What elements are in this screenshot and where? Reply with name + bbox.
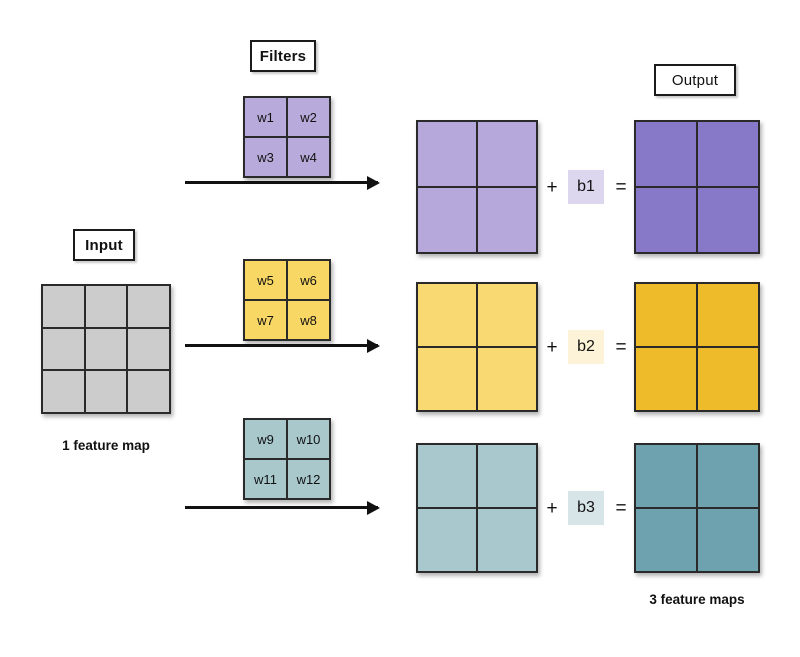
- input-cell: [43, 286, 84, 327]
- convolution-arrow-3: [185, 506, 378, 509]
- bias-chip-3: b3: [568, 491, 604, 525]
- plus-operator-2: +: [546, 336, 558, 358]
- feature-map-cell: [418, 509, 476, 571]
- input-cell: [85, 328, 127, 370]
- filter-weight-cell: w7: [245, 301, 286, 339]
- output-map-3: [634, 443, 760, 573]
- filter-weight-cell: w8: [288, 301, 329, 339]
- feature-map-2: [416, 282, 538, 412]
- filter-1: w1 w2 w3 w4: [243, 96, 331, 178]
- filter-weight-cell: w2: [288, 98, 329, 136]
- feature-map-cell: [478, 188, 536, 252]
- feature-map-cell: [418, 122, 476, 186]
- plus-operator-1: +: [546, 176, 558, 198]
- input-caption: 1 feature map: [62, 438, 150, 453]
- filter-weight-cell: w3: [245, 138, 286, 176]
- filter-weight-cell: w10: [288, 420, 329, 458]
- bias-chip-2: b2: [568, 330, 604, 364]
- feature-map-3: [416, 443, 538, 573]
- output-map-cell: [636, 509, 696, 571]
- bias-chip-1: b1: [568, 170, 604, 204]
- feature-map-cell: [478, 122, 536, 186]
- filter-2: w5 w6 w7 w8: [243, 259, 331, 341]
- input-cell: [128, 328, 169, 370]
- output-caption: 3 feature maps: [649, 592, 745, 607]
- input-label: Input: [73, 229, 135, 261]
- output-map-1: [634, 120, 760, 254]
- feature-map-cell: [418, 445, 476, 507]
- filter-weight-cell: w11: [245, 460, 286, 498]
- feature-map-cell: [478, 509, 536, 571]
- output-map-cell: [636, 348, 696, 410]
- equals-operator-2: =: [615, 336, 627, 358]
- equals-operator-3: =: [615, 497, 627, 519]
- output-map-cell: [698, 284, 758, 346]
- convolution-arrow-2: [185, 344, 378, 347]
- feature-map-cell: [478, 348, 536, 410]
- output-map-cell: [698, 509, 758, 571]
- feature-map-cell: [418, 348, 476, 410]
- filter-weight-cell: w6: [288, 261, 329, 299]
- output-map-cell: [636, 122, 696, 186]
- input-feature-map: [41, 284, 171, 414]
- output-map-cell: [636, 445, 696, 507]
- input-cell: [43, 371, 84, 412]
- input-cell: [128, 286, 169, 327]
- feature-map-1: [416, 120, 538, 254]
- input-cell: [128, 371, 169, 412]
- filter-3: w9 w10 w11 w12: [243, 418, 331, 500]
- feature-map-cell: [418, 188, 476, 252]
- input-cell: [43, 328, 84, 370]
- output-map-cell: [698, 348, 758, 410]
- feature-map-cell: [418, 284, 476, 346]
- input-cell: [85, 371, 127, 412]
- feature-map-cell: [478, 445, 536, 507]
- output-map-2: [634, 282, 760, 412]
- filters-label: Filters: [250, 40, 316, 72]
- filter-weight-cell: w12: [288, 460, 329, 498]
- filter-weight-cell: w5: [245, 261, 286, 299]
- output-label: Output: [654, 64, 736, 96]
- output-map-cell: [698, 445, 758, 507]
- output-map-cell: [636, 284, 696, 346]
- filter-weight-cell: w9: [245, 420, 286, 458]
- filter-weight-cell: w1: [245, 98, 286, 136]
- equals-operator-1: =: [615, 176, 627, 198]
- convolution-arrow-1: [185, 181, 378, 184]
- output-map-cell: [698, 122, 758, 186]
- output-map-cell: [636, 188, 696, 252]
- filter-weight-cell: w4: [288, 138, 329, 176]
- feature-map-cell: [478, 284, 536, 346]
- input-cell: [85, 286, 127, 327]
- plus-operator-3: +: [546, 497, 558, 519]
- output-map-cell: [698, 188, 758, 252]
